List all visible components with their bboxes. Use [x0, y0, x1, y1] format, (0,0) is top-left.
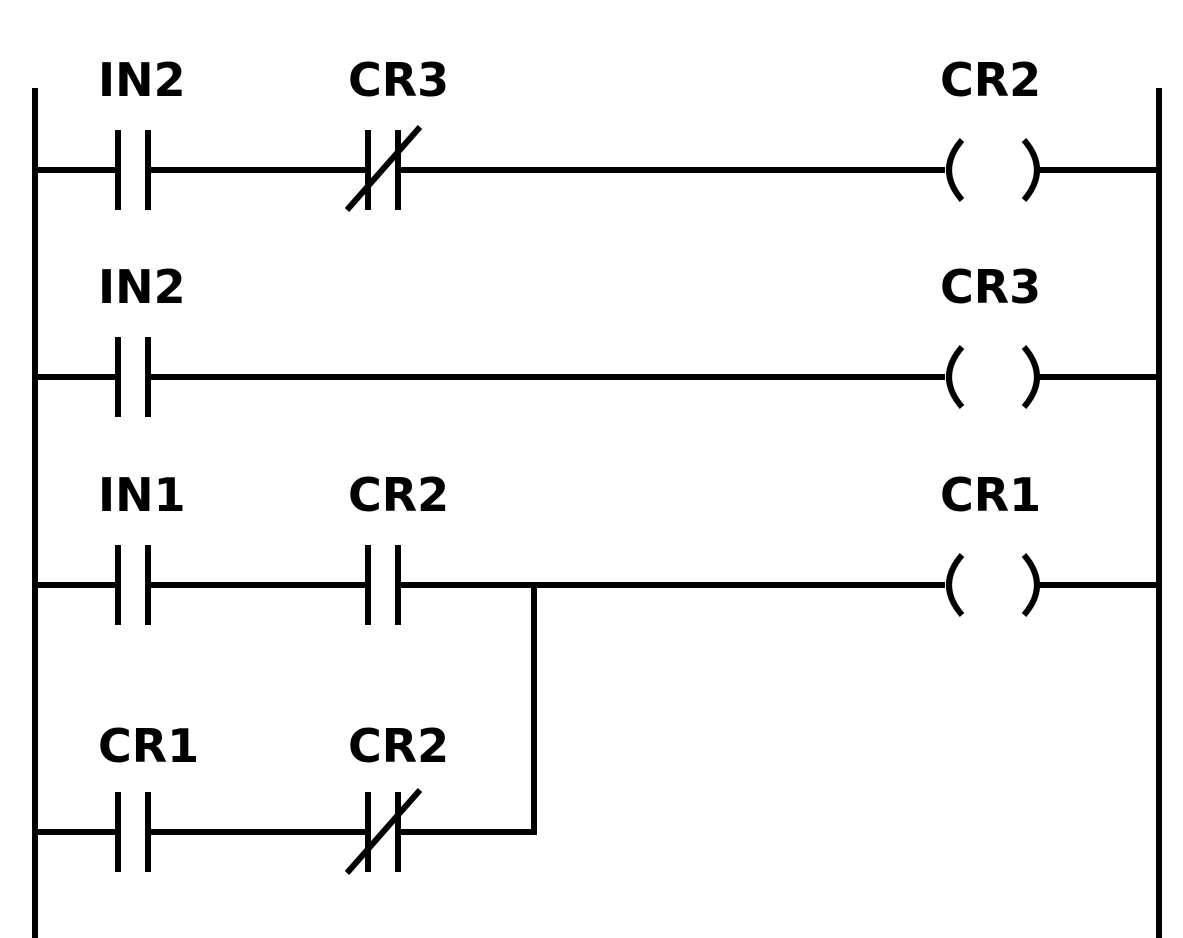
rung-1-coil-label: CR2 — [940, 53, 1041, 107]
rung-1-contact-2-label: CR3 — [348, 53, 449, 107]
rung-1-contact-1: IN2 — [98, 53, 186, 210]
rung-3-contact-2: CR2 — [348, 468, 449, 625]
rung-2-coil-label: CR3 — [940, 260, 1041, 314]
rung-2-contact-1-label: IN2 — [98, 260, 186, 314]
rung-3-coil: CR1 — [940, 468, 1041, 617]
rung-3: IN1 CR2 CR1 CR1 — [35, 468, 1159, 875]
rung-2: IN2 CR3 — [35, 260, 1159, 417]
rung-3-parallel-branch: CR1 CR2 — [35, 585, 537, 875]
normally-closed-slash — [344, 788, 423, 875]
branch-contact-1-label: CR1 — [98, 719, 199, 773]
rung-2-contact-1: IN2 — [98, 260, 186, 417]
branch-contact-2-label: CR2 — [348, 719, 449, 773]
rung-2-coil: CR3 — [940, 260, 1041, 409]
branch-contact-2: CR2 — [344, 719, 449, 875]
rung-1-contact-2: CR3 — [344, 53, 449, 212]
rung-1: IN2 CR3 CR2 — [35, 53, 1159, 212]
branch-contact-1: CR1 — [98, 719, 199, 872]
rung-3-contact-1: IN1 — [98, 468, 186, 625]
normally-closed-slash — [344, 125, 423, 212]
rung-1-coil: CR2 — [940, 53, 1041, 202]
rung-1-contact-1-label: IN2 — [98, 53, 186, 107]
rung-3-contact-1-label: IN1 — [98, 468, 186, 522]
rung-3-coil-label: CR1 — [940, 468, 1041, 522]
rung-3-contact-2-label: CR2 — [348, 468, 449, 522]
